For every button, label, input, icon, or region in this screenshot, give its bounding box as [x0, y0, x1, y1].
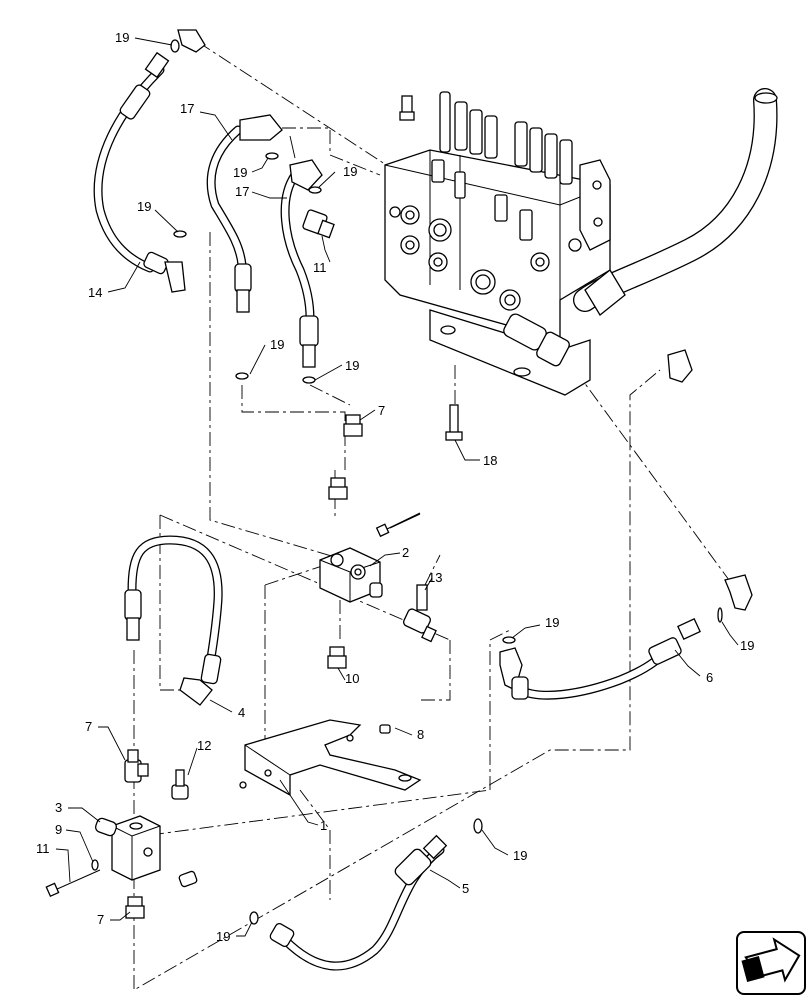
callout-19-top-left: 19 [115, 30, 129, 45]
callout-17-right: 17 [235, 184, 249, 199]
callout-19-hose6-right: 19 [740, 638, 754, 653]
callout-15: 13 [428, 570, 442, 585]
hose-17-left [206, 114, 283, 313]
leader-lines [55, 37, 739, 937]
callout-7-lower: 7 [97, 912, 104, 927]
callout-19-hose17r-top: 19 [343, 164, 357, 179]
callout-11: 11 [36, 841, 50, 856]
valve-block-2 [319, 547, 383, 603]
callout-19-hose17-top: 19 [233, 165, 247, 180]
hose-6 [499, 574, 753, 700]
callout-16: 14 [88, 285, 102, 300]
callout-19-hose5-left: 19 [216, 929, 230, 944]
manifold-block-3 [94, 815, 161, 881]
fitting-12 [327, 646, 347, 669]
return-arrow-icon[interactable] [736, 931, 806, 995]
callout-labels: 19 19 14 17 19 17 19 11 19 19 7 18 2 13 … [36, 30, 754, 944]
o-rings-19 [170, 39, 723, 925]
valve-spools [431, 91, 573, 241]
hose-4 [124, 535, 223, 706]
bracket-1 [239, 719, 422, 797]
fitting-14 [171, 769, 189, 800]
long-bolt [375, 512, 421, 538]
fitting-13 [302, 209, 335, 239]
callout-9: 9 [55, 822, 62, 837]
valve-ports [389, 205, 582, 311]
callout-13: 11 [313, 260, 327, 275]
callout-19-hose17-bottom: 19 [270, 337, 284, 352]
callout-14: 12 [197, 738, 211, 753]
hose-16 [93, 29, 206, 293]
hose-17-right [280, 159, 323, 368]
callout-12: 10 [345, 671, 359, 686]
callout-6: 6 [706, 670, 713, 685]
callout-19-hose17r-bottom: 19 [345, 358, 359, 373]
fitting-7-upper [343, 414, 363, 437]
callout-8: 7 [85, 719, 92, 734]
callout-10: 8 [417, 727, 424, 742]
callout-19-hose5-right: 19 [513, 848, 527, 863]
callout-2: 2 [402, 545, 409, 560]
callout-5: 5 [462, 881, 469, 896]
callout-17-left: 17 [180, 101, 194, 116]
control-valve-assembly [384, 88, 778, 441]
fitting-7-lower [125, 896, 145, 919]
bolt-18 [445, 404, 463, 441]
fitting-upper-middle [328, 477, 348, 500]
callout-1: 1 [320, 818, 327, 833]
callout-4: 4 [238, 705, 245, 720]
callout-19-hose6-left: 19 [545, 615, 559, 630]
hose-5 [269, 834, 448, 971]
fitting-lower-middle [178, 870, 198, 888]
tee-fitting-8 [124, 749, 149, 783]
callout-7-upper: 7 [378, 403, 385, 418]
sensor-15 [402, 584, 437, 643]
callout-3: 3 [55, 800, 62, 815]
callout-18: 18 [483, 453, 497, 468]
bolt-11 [45, 869, 101, 898]
callout-19-hose16-mid: 19 [137, 199, 151, 214]
